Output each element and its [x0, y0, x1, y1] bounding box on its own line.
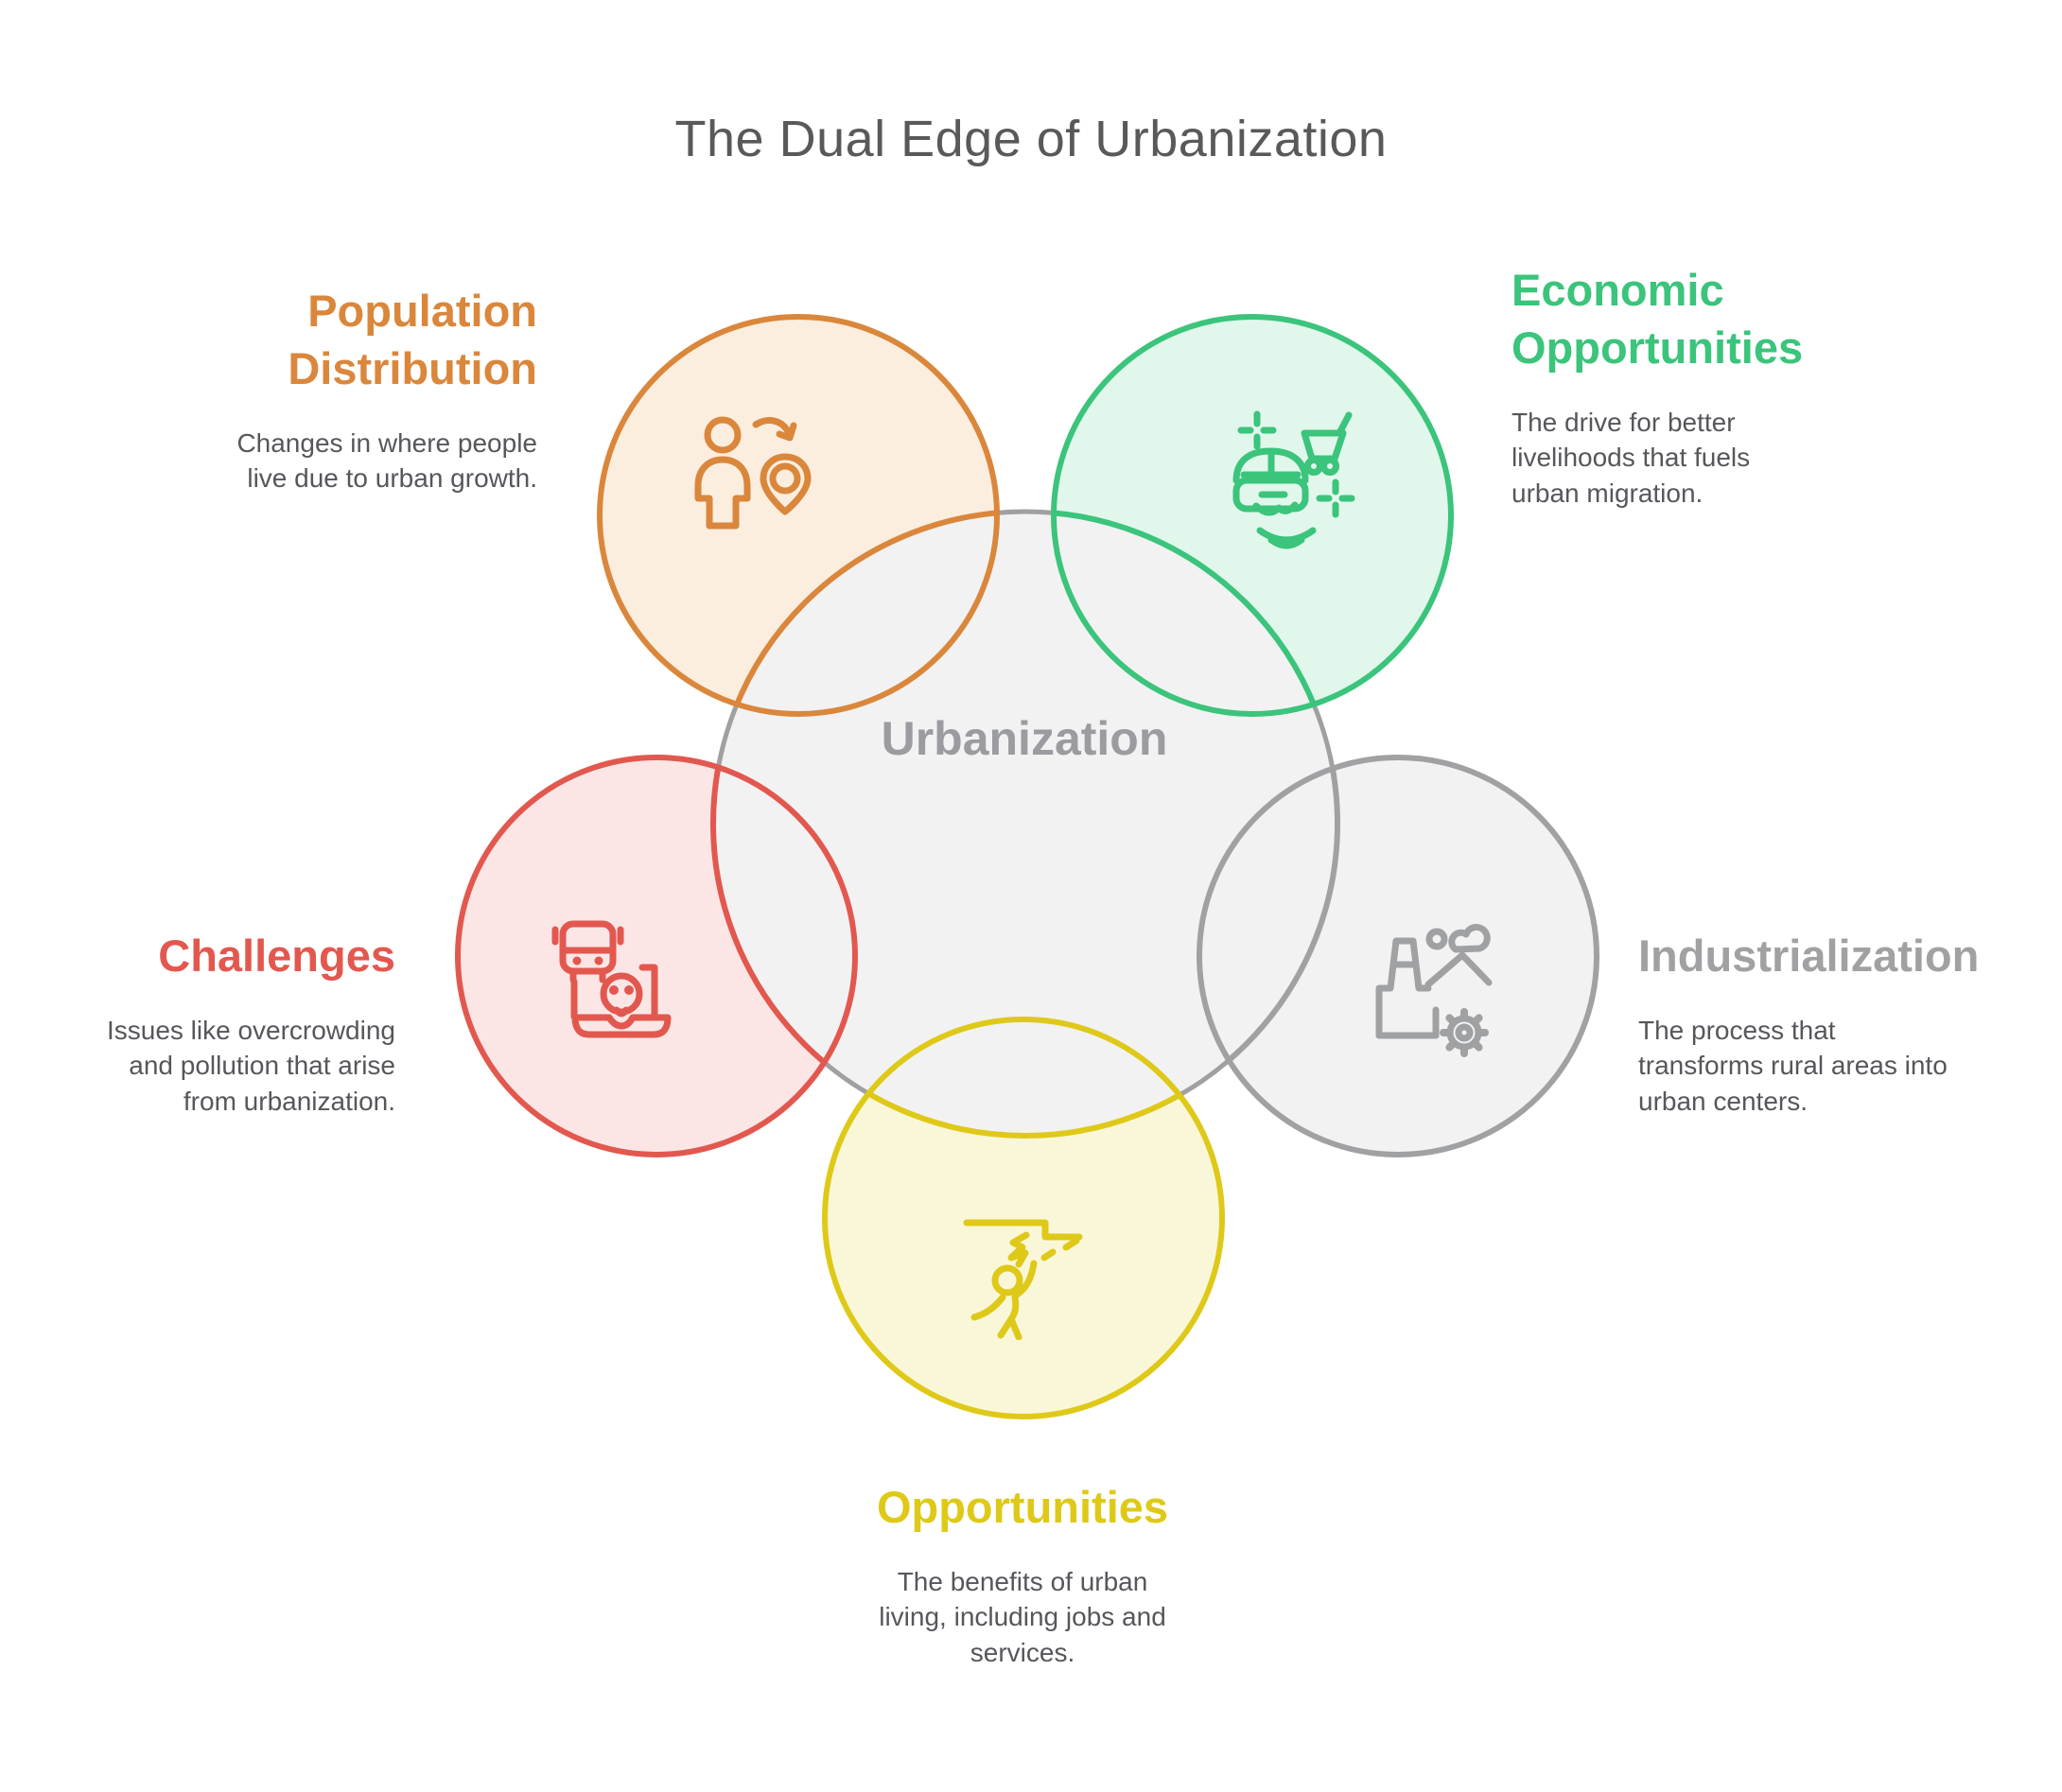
section-description: The process that transforms rural areas … — [1638, 1016, 1948, 1116]
section-economic-opportunities: Economic Opportunities The drive for bet… — [1512, 261, 1803, 511]
page-title: The Dual Edge of Urbanization — [674, 111, 1388, 167]
section-heading: Industrialization — [1638, 931, 1980, 981]
vr-headset-shopping-cart-icon — [1232, 410, 1355, 549]
bus-pollution-icon — [551, 920, 672, 1038]
center-arc-industrialization — [1199, 757, 1340, 1139]
challenges-circle-outline — [455, 755, 858, 1157]
section-heading: Population Distribution — [288, 286, 537, 394]
section-description: The benefits of urban living, including … — [879, 1567, 1166, 1667]
population-distribution-circle-outline — [597, 314, 1000, 717]
urbanization-circle — [713, 512, 1337, 1136]
section-challenges: Challenges Issues like overcrowding and … — [107, 927, 395, 1119]
section-description: Changes in where people live due to urba… — [236, 428, 537, 494]
section-industrialization: Industrialization The process that trans… — [1638, 927, 1979, 1119]
industrialization-circle-outline — [1197, 755, 1599, 1157]
person-climbing-icon — [963, 1219, 1083, 1340]
section-heading: Opportunities — [876, 1482, 1169, 1532]
section-description: The drive for better livelihoods that fu… — [1512, 408, 1751, 508]
section-population-distribution: Population Distribution Changes in where… — [236, 282, 537, 496]
economic-opportunities-circle-outline — [1051, 314, 1454, 717]
section-heading: Challenges — [158, 931, 395, 981]
section-description: Issues like overcrowding and pollution t… — [106, 1016, 395, 1116]
section-heading: Economic Opportunities — [1512, 265, 1804, 374]
center-arc-opportunities — [825, 1019, 1222, 1139]
center-arc-challenges — [710, 757, 855, 1139]
factory-gear-icon — [1375, 923, 1493, 1057]
section-opportunities: Opportunities The benefits of urban livi… — [0, 1478, 2045, 1670]
urbanization-label: Urbanization — [881, 712, 1168, 765]
opportunities-circle-outline — [822, 1017, 1225, 1419]
person-location-icon — [694, 416, 812, 530]
